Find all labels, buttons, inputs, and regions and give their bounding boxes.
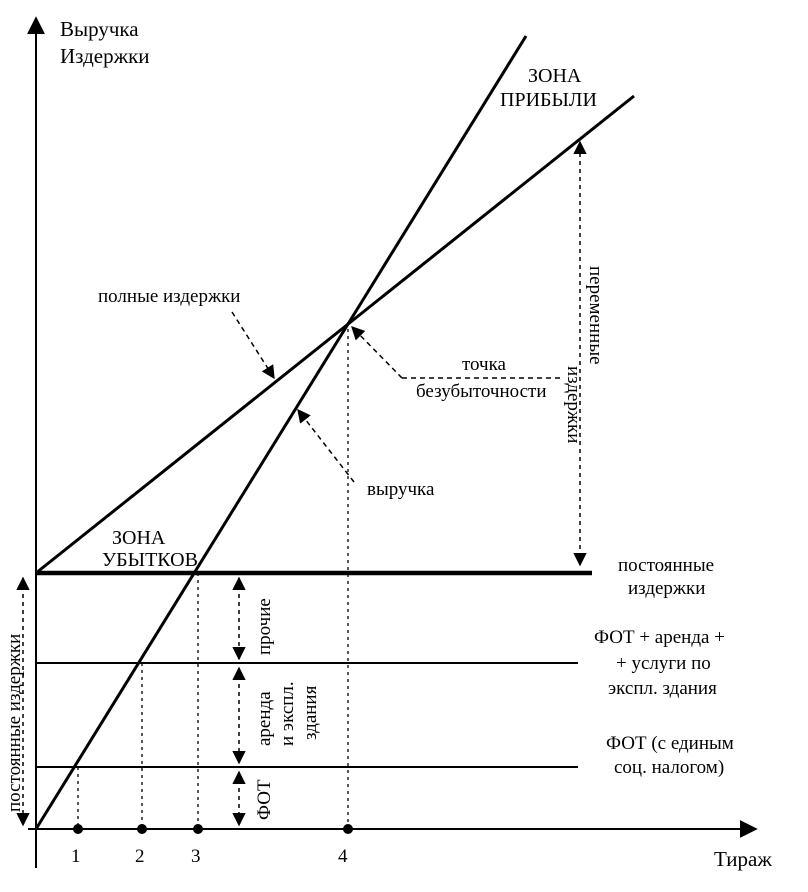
profit-zone-line1: ЗОНА (528, 65, 582, 87)
variable-costs-label-line1: переменные (585, 266, 606, 365)
tick-dot-1 (73, 824, 83, 834)
level1-label-line1: ФОТ (с единым (606, 733, 734, 754)
variable-costs-label-line2: издержки (563, 366, 584, 443)
other-label: прочие (254, 598, 275, 655)
revenue-pointer (297, 408, 355, 483)
tick-label-1: 1 (71, 846, 81, 867)
payroll-label: ФОТ (254, 779, 275, 820)
tick-label-3: 3 (191, 846, 201, 867)
tick-dot-3 (193, 824, 203, 834)
x-axis-label: Тираж (714, 847, 772, 871)
revenue-label: выручка (367, 479, 435, 500)
level1-label-line2: соц. налогом) (614, 757, 724, 778)
fixed-costs-label-line1: постоянные (618, 555, 714, 576)
tick-label-4: 4 (338, 846, 348, 867)
level2-label-line1: ФОТ + аренда + (594, 627, 725, 648)
tick-label-2: 2 (135, 846, 145, 867)
full-costs-pointer (231, 311, 275, 380)
fixed-costs-vertical-label: постоянные издержки (4, 634, 25, 812)
y-axis-label-line1: Выручка (60, 17, 139, 41)
tick-dot-2 (137, 824, 147, 834)
fixed-costs-label-line2: издержки (628, 578, 705, 599)
breakeven-label-line2: безубыточности (416, 381, 547, 402)
y-axis-label-line2: Издержки (60, 44, 150, 68)
full-costs-line (35, 94, 635, 575)
level2-label-line2: + услуги по (616, 653, 711, 674)
rent-label-line1: аренда (254, 691, 275, 746)
rent-label-line2: и экспл. (277, 681, 298, 746)
rent-label-line3: здания (300, 685, 321, 740)
loss-zone-line1: ЗОНА (112, 527, 166, 549)
level2-label-line3: экспл. здания (608, 678, 717, 699)
revenue-line (34, 35, 528, 830)
breakeven-pointer (351, 326, 403, 379)
breakeven-label-line1: точка (462, 354, 507, 375)
tick-dot-4 (343, 824, 353, 834)
loss-zone-line2: УБЫТКОВ (102, 549, 198, 571)
full-costs-label: полные издержки (98, 286, 240, 307)
profit-zone-line2: ПРИБЫЛИ (500, 89, 597, 111)
